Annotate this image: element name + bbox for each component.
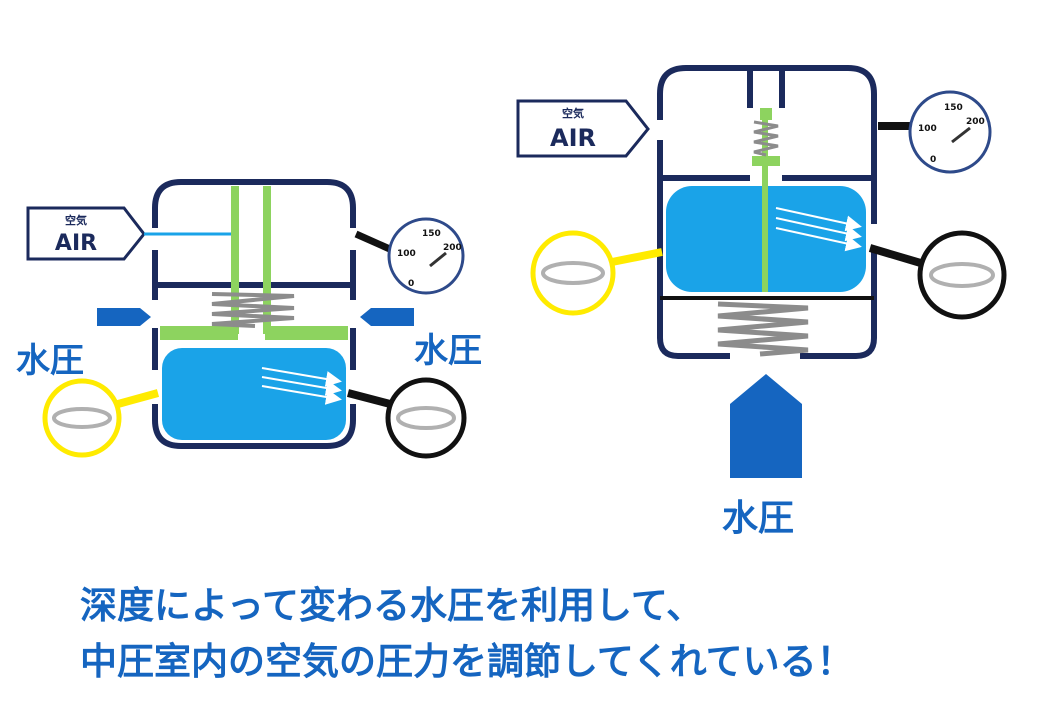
right-air-tag: 空気 AIR [516,99,650,158]
left-piston [160,186,348,340]
right-flow-arrows [775,207,862,252]
left-black-magnifier [346,377,467,459]
right-gauge-tick-150: 150 [944,103,963,113]
right-water-pressure-label: 水圧 [722,498,794,539]
left-water-pressure-label-left: 水圧 [16,341,84,381]
left-black-oring-icon [396,406,456,430]
right-regulator: 空気 AIR [516,65,1007,539]
right-air-tag-small-text: 空気 [562,106,584,120]
caption-line-2: 中圧室内の空気の圧力を調節してくれている！ [80,640,854,683]
left-yellow-oring-icon [52,407,112,429]
right-housing [657,65,877,359]
right-yellow-magnifier [530,230,663,316]
left-regulator: 空気 AIR [16,179,482,459]
right-pressure-gauge: 0 100 150 200 [878,90,992,174]
right-gauge-needle [951,126,971,144]
left-flow-arrows [261,367,342,405]
caption-line-1: 深度によって変わる水圧を利用して、 [80,584,704,627]
left-housing [152,179,356,449]
left-water-chamber [162,348,346,440]
right-yellow-oring-icon [541,261,605,285]
left-gauge-tick-150: 150 [422,229,441,239]
left-water-pressure-label-right: 水圧 [414,331,482,371]
left-water-arrow-right [360,308,414,326]
explanation-caption: 深度によって変わる水圧を利用して、 中圧室内の空気の圧力を調節してくれている！ [80,578,1020,690]
left-pressure-gauge: 0 100 150 200 [354,217,465,295]
left-yellow-magnifier [42,378,160,458]
right-black-magnifier [868,230,1007,320]
left-water-arrow-left [97,308,151,326]
left-gauge-tick-100: 100 [397,249,416,259]
right-gauge-tick-200: 200 [966,117,985,127]
right-water-pressure-arrow [730,374,802,478]
left-gauge-tick-0: 0 [408,279,414,289]
right-gauge-tick-0: 0 [930,155,936,165]
right-piston [752,108,780,292]
left-gauge-tick-200: 200 [443,243,462,253]
left-air-tag-big-text: AIR [55,231,97,256]
right-black-oring-icon [929,262,995,288]
left-air-tag-small-text: 空気 [65,213,87,227]
right-big-spring [717,301,809,357]
right-air-tag-big-text: AIR [550,124,596,152]
right-small-spring [753,120,779,157]
right-gauge-tick-100: 100 [918,124,937,134]
left-gauge-needle [429,251,447,268]
left-air-tag: 空気 AIR [26,206,146,261]
left-spring [211,292,295,328]
